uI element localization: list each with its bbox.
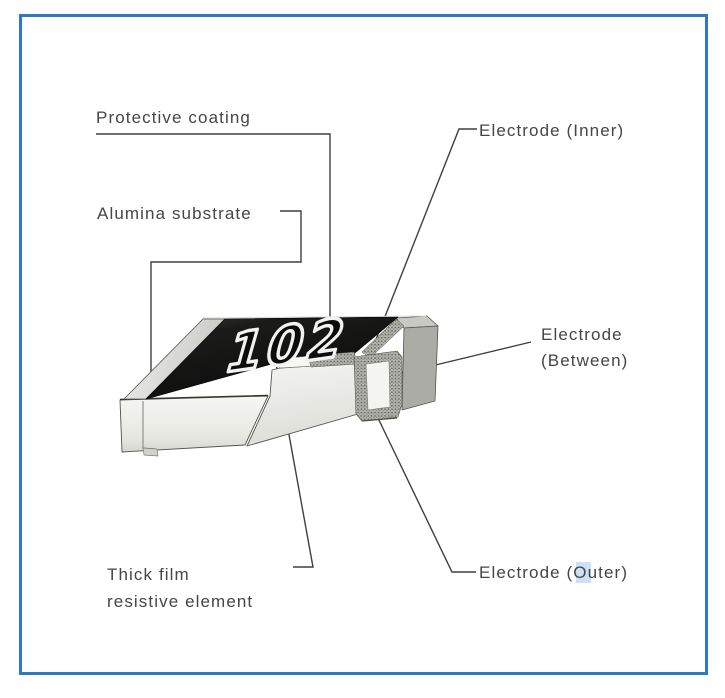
label-alumina-substrate: Alumina substrate bbox=[97, 204, 252, 223]
outer-electrode-left-foot bbox=[142, 447, 159, 457]
label-thick-film: Thick film resistive element bbox=[107, 561, 253, 615]
outer-electrode-foot-edge bbox=[361, 417, 398, 422]
substrate-front-face bbox=[119, 395, 269, 453]
end-face-white-panel bbox=[365, 360, 391, 411]
label-electrode-between: Electrode (Between) bbox=[541, 322, 628, 374]
alumina-substrate-leader-line bbox=[150, 210, 302, 414]
label-protective-coating: Protective coating bbox=[96, 108, 251, 127]
electrode-outer-leader-line bbox=[376, 415, 476, 573]
label-electrode-between-line1: Electrode bbox=[541, 325, 623, 344]
label-electrode-inner: Electrode (Inner) bbox=[479, 121, 625, 140]
label-electrode-between-line2: (Between) bbox=[541, 351, 629, 370]
label-thick-film-line2: resistive element bbox=[107, 592, 254, 611]
protective-coating-leader-line bbox=[96, 133, 331, 324]
electrode-inner-leader-line bbox=[370, 128, 477, 353]
render-artifact-highlight bbox=[576, 562, 591, 583]
inner-electrode-side-face bbox=[401, 325, 439, 411]
label-thick-film-line1: Thick film bbox=[107, 565, 190, 584]
resistor-body: 102 bbox=[119, 305, 439, 457]
label-electrode-outer: Electrode (Outer) bbox=[479, 563, 629, 582]
back-top-edge bbox=[202, 315, 427, 319]
